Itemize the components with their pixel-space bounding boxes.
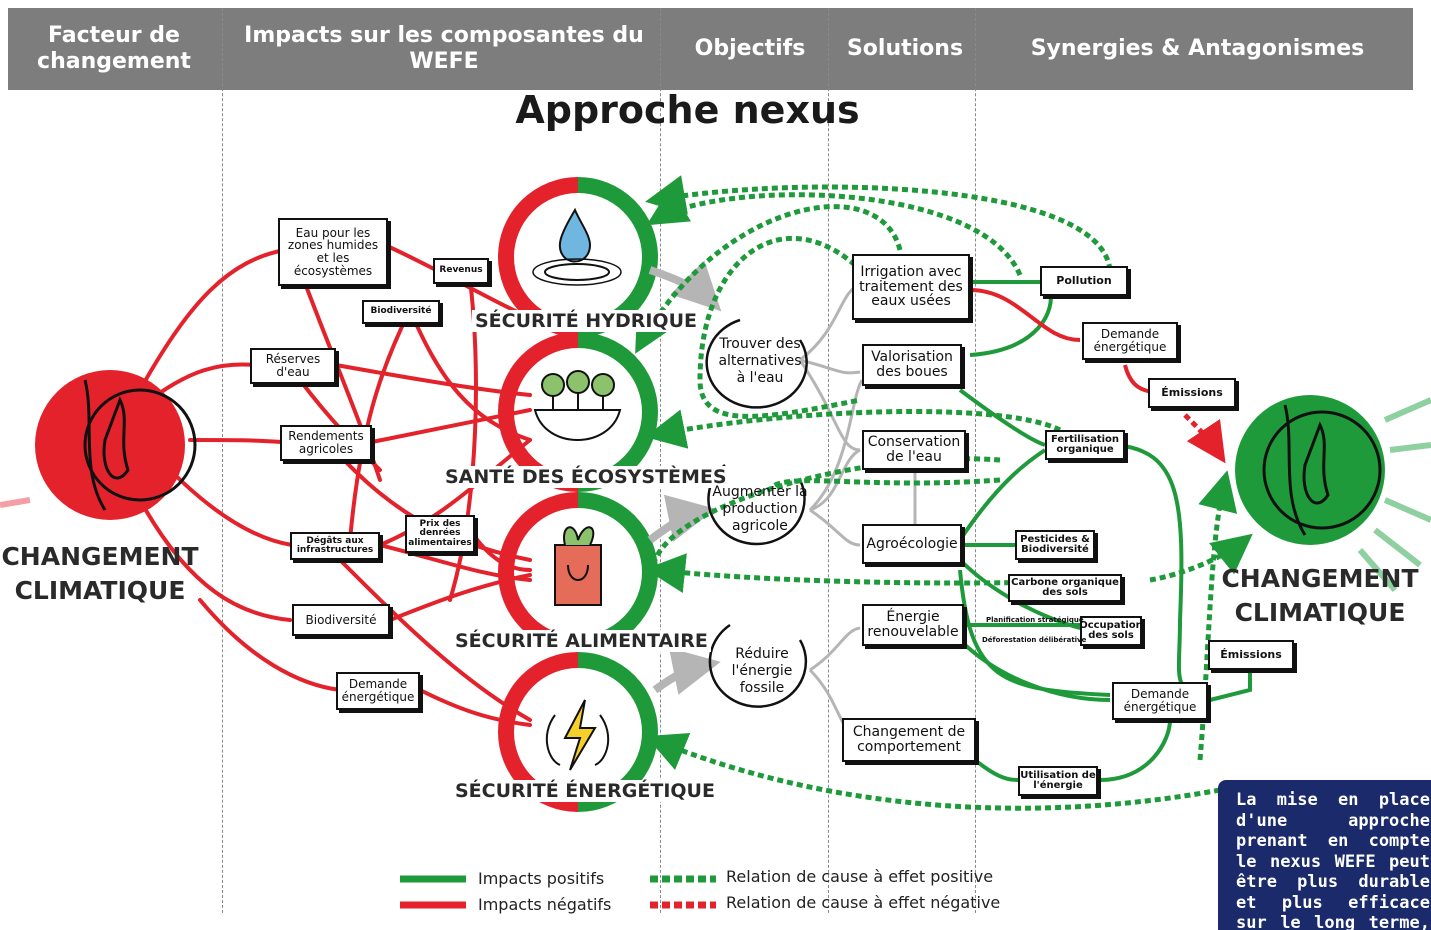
left-globe-graphic <box>35 370 197 520</box>
synergy-emissions: Émissions <box>1208 640 1294 670</box>
impact-box-eau-zones-humides: Eau pour les zones humides et les écosys… <box>278 218 388 286</box>
synergy-emissions-top: Émissions <box>1148 378 1236 408</box>
impact-box-prix-denrees: Prix des denrées alimentaires <box>405 515 475 553</box>
impact-box-reserves-eau: Réserves d'eau <box>250 348 336 384</box>
energy-bolt-icon <box>545 699 610 771</box>
synergy-pollution: Pollution <box>1040 266 1128 296</box>
objective-water: Trouver des alternatives à l'eau <box>718 336 802 386</box>
left-climate-change-label: CHANGEMENT CLIMATIQUE <box>1 542 199 605</box>
food-bag-icon <box>554 526 602 606</box>
header-solutions: Solutions <box>846 36 964 61</box>
column-separator <box>660 8 661 913</box>
synergy-demande-energetique-top: Demande énergétique <box>1082 322 1178 360</box>
solution-irrigation: Irrigation avec traitement des eaux usée… <box>852 254 970 320</box>
synergy-demande-energetique: Demande énergétique <box>1112 682 1208 720</box>
ecosystem-icon <box>533 370 622 441</box>
synergy-small-label-1: Planification stratégique <box>986 616 1084 624</box>
impact-box-biodiversite: Biodiversité <box>292 604 390 636</box>
legend-positive-impacts: Impacts positifs <box>478 869 605 888</box>
food-security-label: SÉCURITÉ ALIMENTAIRE <box>452 630 711 652</box>
legend-negative-impacts: Impacts négatifs <box>478 895 612 914</box>
column-separator <box>222 8 223 913</box>
solution-energie-renouvelable: Énergie renouvelable <box>862 604 964 646</box>
objective-loops <box>705 318 808 708</box>
header-impacts: Impacts sur les composantes du WEFE <box>244 23 644 74</box>
column-separator <box>828 8 829 913</box>
header-synergies: Synergies & Antagonismes <box>1030 36 1365 61</box>
synergy-small-label-2: Déforestation délibérative <box>982 636 1087 644</box>
synergy-carbone: Carbone organique des sols <box>1008 574 1122 602</box>
synergy-occupation: Occupation des sols <box>1079 616 1143 646</box>
impact-box-degats: Dégâts aux infrastructures <box>290 532 380 560</box>
diagram-title: Approche nexus <box>515 88 860 132</box>
synergy-pesticides: Pesticides & Biodiversité <box>1015 530 1095 560</box>
solution-valorisation: Valorisation des boues <box>862 344 962 386</box>
right-globe-graphic <box>1235 395 1431 592</box>
objective-food: Augmenter la production agricole <box>712 484 808 534</box>
right-climate-change-label: CHANGEMENT CLIMATIQUE <box>1221 564 1419 627</box>
water-drop-icon <box>532 207 622 286</box>
positive-feedback-arrows <box>635 175 1253 811</box>
note-box: La mise en place d'une approche prenant … <box>1218 780 1431 930</box>
security-rings <box>498 177 658 812</box>
header-objectifs: Objectifs <box>694 36 806 61</box>
grey-arrows <box>647 260 722 695</box>
impact-box-revenus: Revenus <box>433 258 489 284</box>
impact-box-rendements: Rendements agricoles <box>280 425 372 461</box>
synergy-fertilisation: Fertilisation organique <box>1045 430 1125 460</box>
impact-box-demande-energetique: Demande énergétique <box>336 672 420 710</box>
solution-agroecologie: Agroécologie <box>862 524 962 564</box>
legend-negative-relation: Relation de cause à effet négative <box>726 893 1001 912</box>
header-facteur: Facteur de changement <box>37 23 191 74</box>
solution-conservation: Conservation de l'eau <box>862 430 966 470</box>
objective-energy: Réduire l'énergie fossile <box>731 646 793 696</box>
water-security-label: SÉCURITÉ HYDRIQUE <box>472 310 700 332</box>
legend-positive-relation: Relation de cause à effet positive <box>726 867 994 886</box>
impact-box-biodiversite-top: Biodiversité <box>362 300 440 324</box>
legend-swatches <box>400 875 716 909</box>
header-bar: Facteur de changement Impacts sur les co… <box>8 8 1413 90</box>
solution-changement-comportement: Changement de comportement <box>842 718 976 762</box>
synergy-utilisation-energie: Utilisation de l'énergie <box>1018 766 1098 796</box>
energy-security-label: SÉCURITÉ ÉNERGÉTIQUE <box>452 780 718 802</box>
ecosystem-health-label: SANTÉ DES ÉCOSYSTÈMES <box>442 466 730 488</box>
